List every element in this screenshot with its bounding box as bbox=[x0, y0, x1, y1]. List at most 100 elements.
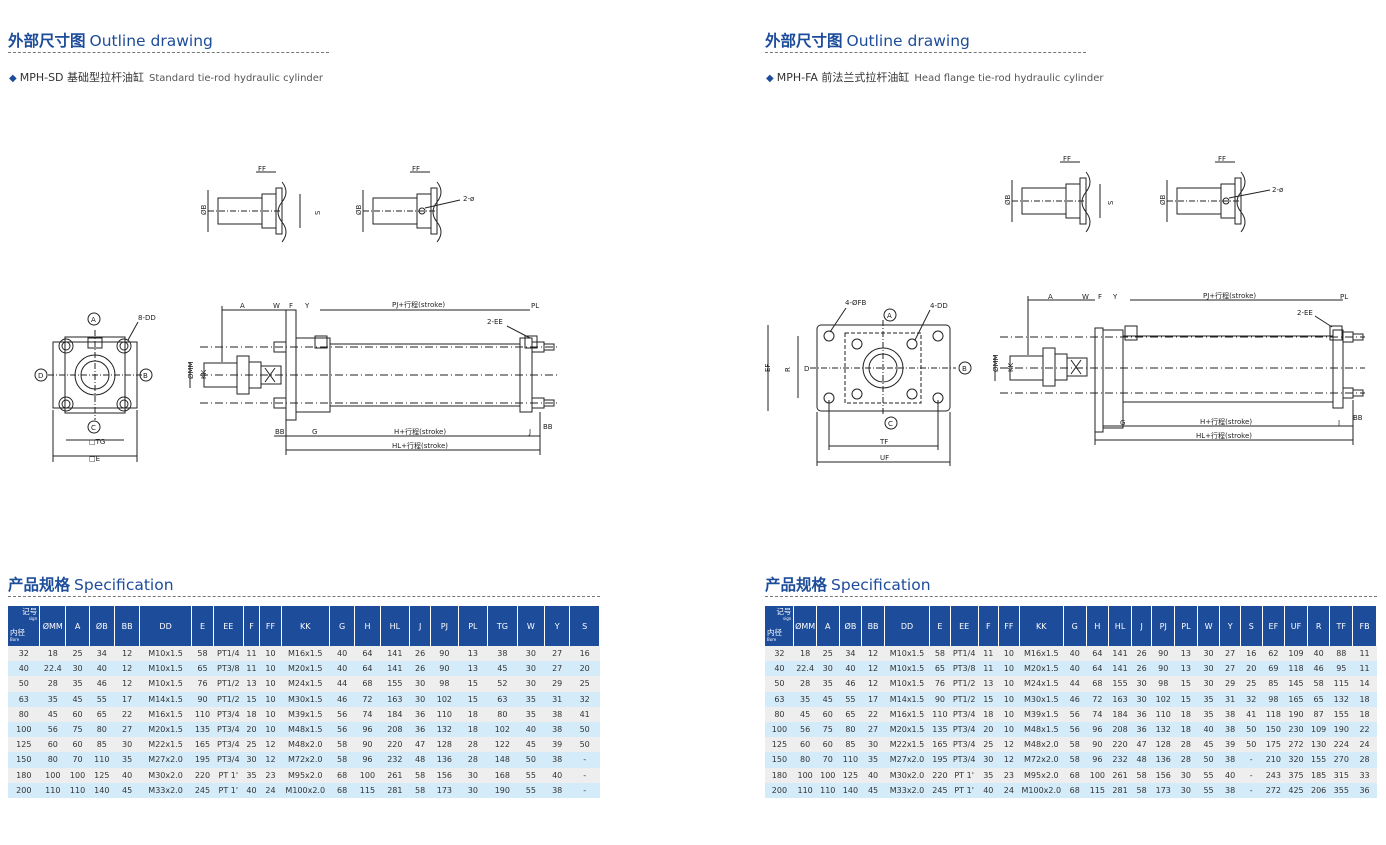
pj-label: PJ+行程(stroke) bbox=[1203, 291, 1256, 300]
right-outline-title-cn: 外部尺寸图 bbox=[765, 32, 843, 50]
corner-sign-label: 记号 bbox=[776, 607, 792, 616]
table-cell: 58 bbox=[929, 646, 951, 662]
table-cell: 109 bbox=[1284, 646, 1308, 662]
table-cell: PT3/4 bbox=[950, 706, 979, 722]
right-spec-title-en: Specification bbox=[831, 576, 931, 594]
table-cell: 132 bbox=[430, 721, 459, 738]
table-cell: 12 bbox=[114, 646, 140, 662]
table-cell: 64 bbox=[354, 661, 381, 677]
table-cell: 210 bbox=[1262, 752, 1285, 768]
table-cell: 65 bbox=[191, 661, 214, 677]
table-cell: M100x2.0 bbox=[1019, 782, 1064, 798]
table-cell: 40 bbox=[1219, 767, 1241, 783]
table-cell: 110 bbox=[816, 782, 840, 798]
table-cell: 26 bbox=[1131, 646, 1152, 662]
table-cell: 10 bbox=[259, 691, 281, 707]
table-cell: 10 bbox=[259, 706, 281, 722]
column-header: ØB bbox=[89, 606, 115, 646]
table-cell: 206 bbox=[1307, 782, 1330, 798]
table-cell: PT3/4 bbox=[213, 721, 244, 738]
table-cell: 156 bbox=[430, 767, 459, 783]
table-cell: 35 bbox=[39, 691, 66, 707]
table-cell: 40 bbox=[765, 661, 794, 677]
table-cell: M30x1.5 bbox=[281, 691, 330, 707]
table-cell: 85 bbox=[839, 737, 862, 753]
column-header: J bbox=[1131, 606, 1153, 646]
table-cell: 56 bbox=[793, 721, 817, 738]
table-cell: 34 bbox=[839, 646, 862, 662]
table-cell: 90 bbox=[1086, 737, 1109, 753]
table-cell: 68 bbox=[1086, 676, 1109, 692]
mm-label: ØMM bbox=[992, 354, 1000, 372]
table-cell: 10 bbox=[998, 691, 1020, 707]
table-cell: M20x1.5 bbox=[1019, 661, 1064, 677]
side-view: A W F Y PJ+行程(stroke) PL 2-EE ØMM KK BB … bbox=[187, 300, 560, 455]
pl-label: PL bbox=[531, 302, 539, 310]
table-cell: 90 bbox=[929, 691, 951, 707]
table-cell: 17 bbox=[114, 691, 140, 707]
column-header: PJ bbox=[430, 606, 459, 646]
table-cell: 26 bbox=[409, 661, 431, 677]
table-cell: PT3/4 bbox=[213, 752, 244, 768]
table-cell: 148 bbox=[487, 752, 518, 768]
table-cell: 46 bbox=[1063, 691, 1087, 707]
table-cell: PT1/2 bbox=[950, 676, 979, 692]
table-cell: 35 bbox=[978, 767, 999, 783]
phi-b-label-1: ØB bbox=[1004, 194, 1012, 205]
column-header: HL bbox=[380, 606, 411, 646]
table-cell: 30 bbox=[65, 661, 90, 677]
table-cell: 40 bbox=[517, 721, 545, 738]
table-cell: - bbox=[569, 752, 600, 768]
table-cell: 63 bbox=[487, 691, 518, 707]
table-cell: 12 bbox=[114, 676, 140, 692]
table-cell: 44 bbox=[1063, 676, 1087, 692]
table-cell: - bbox=[1240, 782, 1263, 798]
right-subtitle-model: MPH-FA 前法兰式拉杆油缸 bbox=[776, 71, 910, 84]
table-cell: 100 bbox=[1086, 767, 1109, 783]
table-cell: 58 bbox=[409, 767, 431, 783]
j-label: J bbox=[1337, 419, 1340, 427]
table-cell: 281 bbox=[380, 782, 410, 798]
table-cell: 128 bbox=[1151, 737, 1175, 753]
two-phi-label: 2-ø bbox=[1272, 186, 1284, 194]
table-cell: 35 bbox=[861, 752, 885, 768]
table-cell: 62 bbox=[1262, 646, 1285, 662]
column-header: F bbox=[978, 606, 1000, 646]
table-cell: M72x2.0 bbox=[1019, 752, 1064, 768]
table-cell: M16x1.5 bbox=[884, 706, 930, 722]
column-header: BB bbox=[114, 606, 141, 646]
table-cell: - bbox=[1240, 767, 1263, 783]
g-label: G bbox=[312, 428, 317, 436]
table-cell: 10 bbox=[998, 706, 1020, 722]
table-cell: 320 bbox=[1284, 752, 1308, 768]
table-cell: 96 bbox=[354, 752, 381, 768]
table-cell: 175 bbox=[1262, 737, 1285, 753]
table-cell: 39 bbox=[1219, 737, 1241, 753]
table-cell: 245 bbox=[191, 782, 214, 798]
column-header: S bbox=[569, 606, 600, 646]
table-cell: 128 bbox=[430, 737, 459, 753]
table-cell: 18 bbox=[1352, 706, 1377, 722]
table-cell: 30 bbox=[1131, 691, 1152, 707]
table-cell: 190 bbox=[487, 782, 518, 798]
table-cell: 64 bbox=[354, 646, 381, 662]
table-cell: 35 bbox=[517, 706, 545, 722]
table-cell: 15 bbox=[458, 691, 488, 707]
f-label: F bbox=[1098, 293, 1102, 301]
table-cell: 118 bbox=[1262, 706, 1285, 722]
table-cell: 35 bbox=[1197, 691, 1220, 707]
table-cell: 22 bbox=[1352, 721, 1377, 738]
table-cell: 50 bbox=[1240, 737, 1263, 753]
table-cell: M10x1.5 bbox=[884, 646, 930, 662]
table-cell: 45 bbox=[1197, 737, 1220, 753]
table-cell: 58 bbox=[1131, 782, 1152, 798]
e-label: □E bbox=[89, 455, 100, 463]
column-header: PL bbox=[1174, 606, 1198, 646]
table-cell: 50 bbox=[8, 676, 40, 692]
table-cell: 10 bbox=[259, 721, 281, 738]
table-cell: 110 bbox=[793, 782, 817, 798]
